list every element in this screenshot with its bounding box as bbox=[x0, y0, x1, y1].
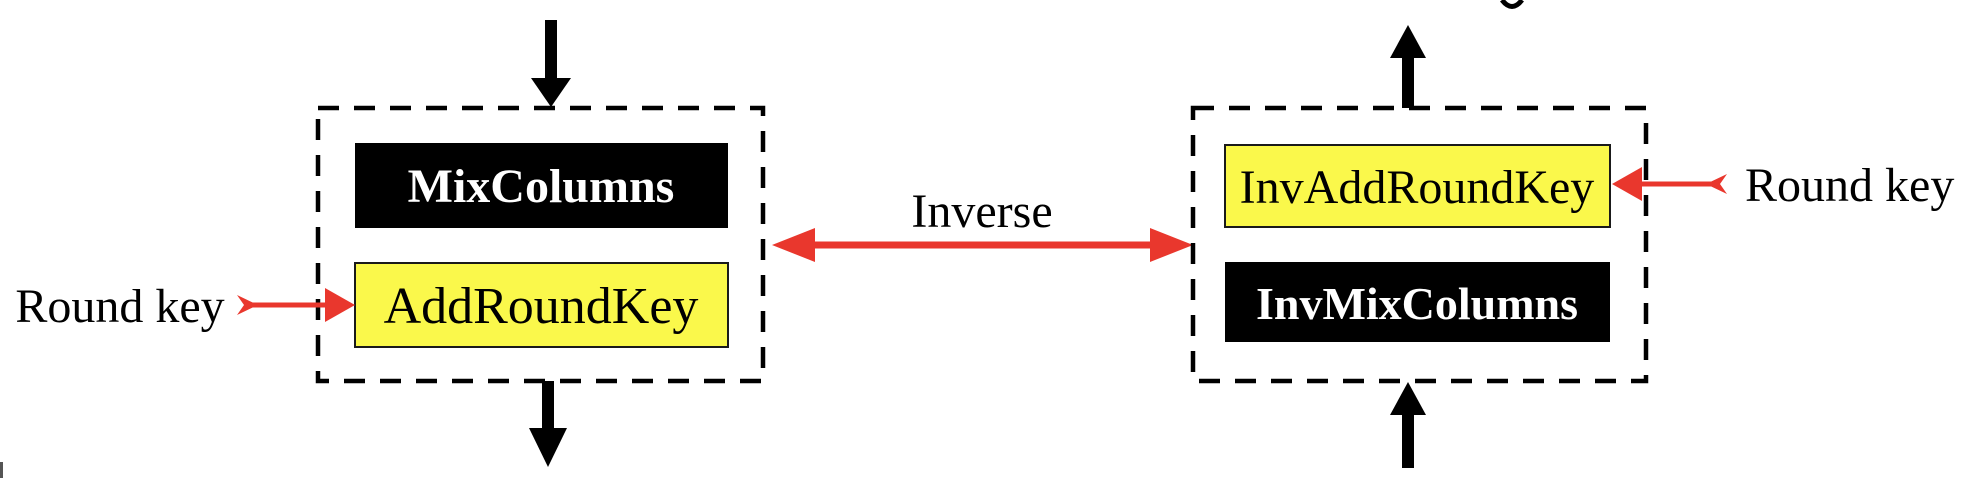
round-key-arrow-right-icon bbox=[1612, 167, 1727, 201]
inverse-double-arrow-icon bbox=[772, 228, 1193, 262]
addroundkey-box bbox=[354, 262, 729, 348]
cropped-glyph-fragment-bottom-left bbox=[0, 462, 3, 478]
invmixcolumns-label: InvMixColumns bbox=[1256, 278, 1578, 329]
invaddroundkey-box bbox=[1224, 144, 1611, 228]
left-dashed-box bbox=[315, 105, 766, 384]
left-input-down-arrow-icon bbox=[531, 20, 571, 107]
round-key-label-right: Round key bbox=[1745, 159, 1954, 212]
round-key-label-left: Round key bbox=[15, 280, 224, 333]
invaddroundkey-label: InvAddRoundKey bbox=[1240, 161, 1595, 214]
mixcolumns-box bbox=[355, 143, 728, 228]
round-key-arrow-left-icon bbox=[237, 288, 355, 322]
right-output-up-arrow-icon bbox=[1390, 25, 1426, 108]
mixcolumns-label: MixColumns bbox=[408, 160, 675, 213]
left-output-down-arrow-icon bbox=[529, 381, 567, 467]
right-input-up-arrow-icon bbox=[1390, 382, 1426, 468]
right-dashed-box bbox=[1190, 105, 1649, 384]
inverse-label: Inverse bbox=[911, 185, 1052, 238]
cropped-glyph-fragment-top bbox=[1500, 0, 1524, 9]
addroundkey-label: AddRoundKey bbox=[384, 278, 699, 335]
invmixcolumns-box bbox=[1225, 262, 1610, 342]
